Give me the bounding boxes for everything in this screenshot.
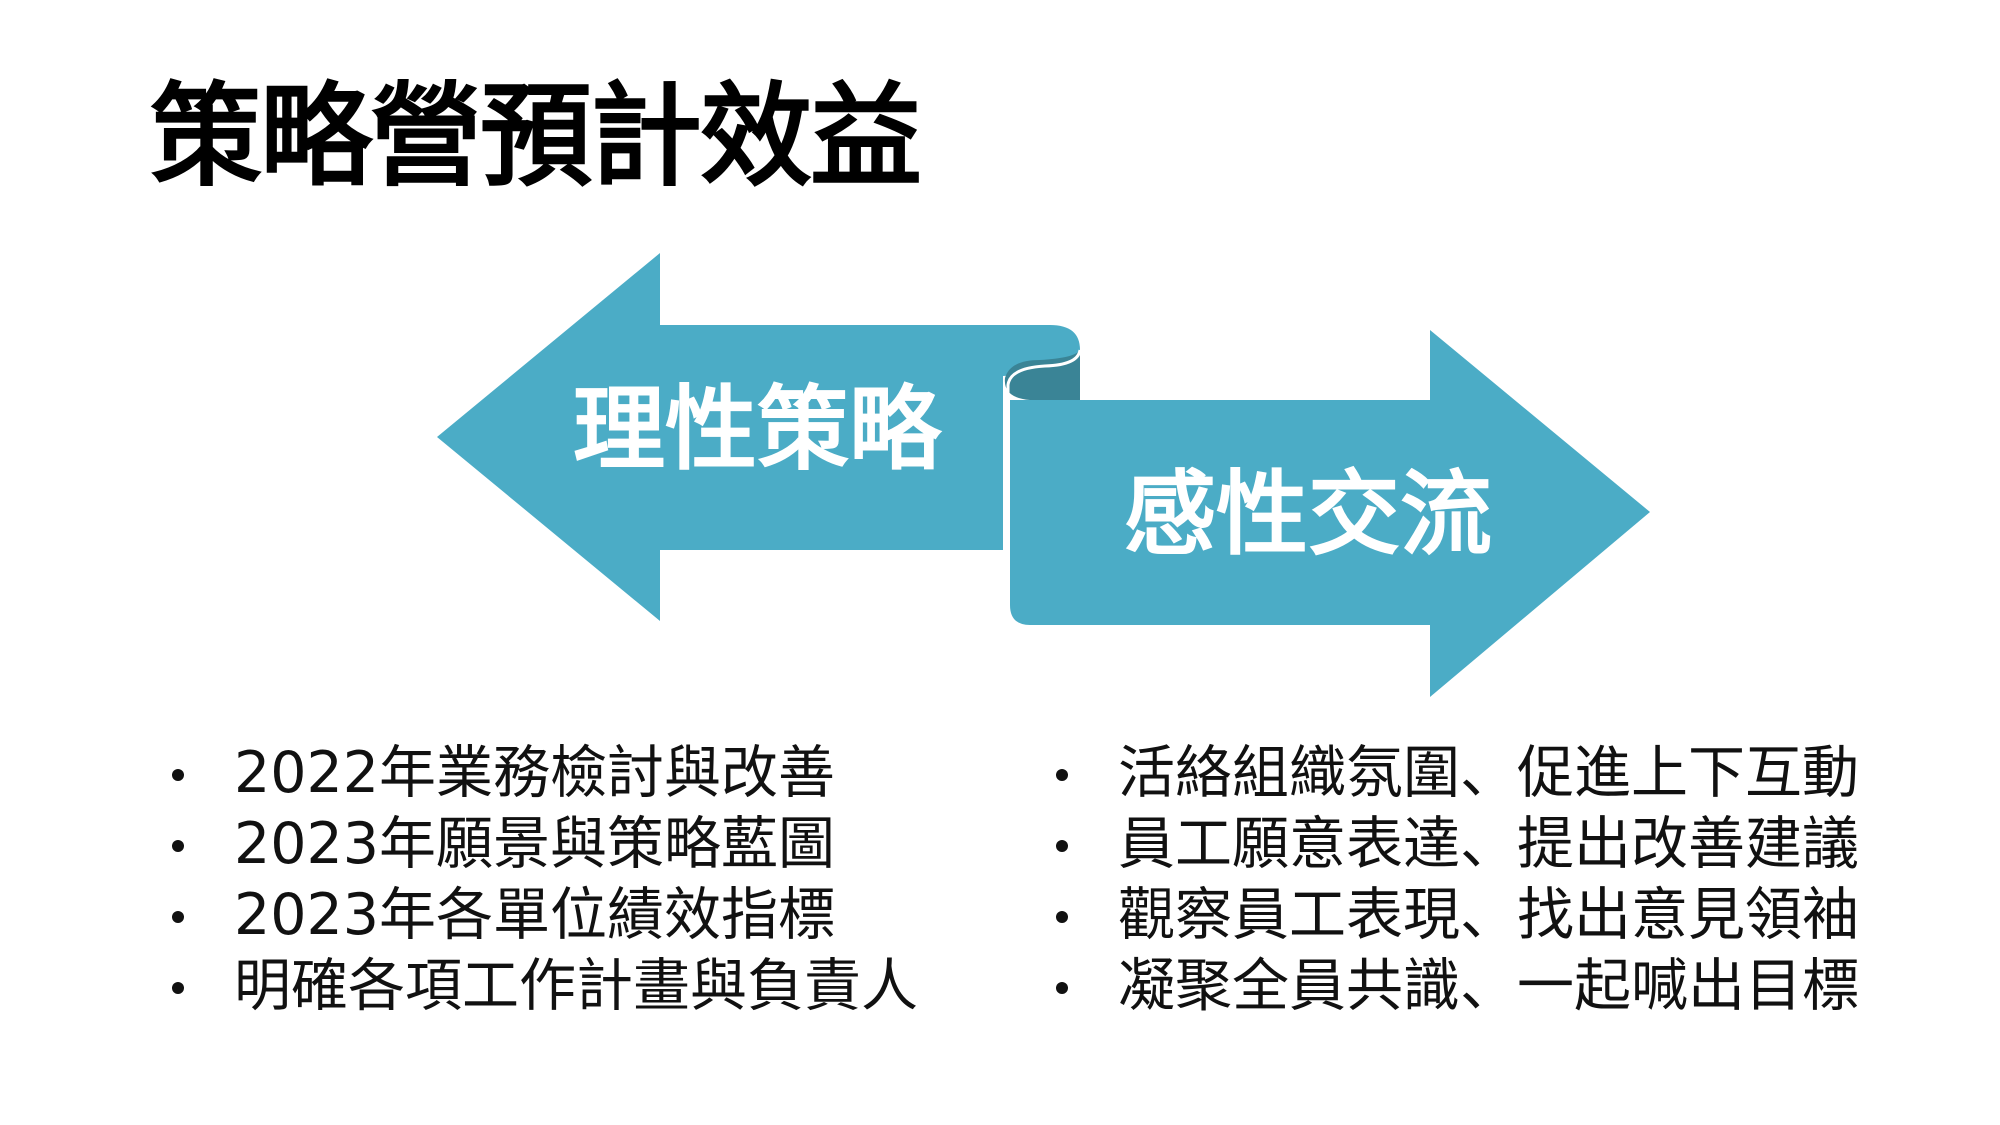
list-item: 觀察員工表現、找出意見領袖 bbox=[1056, 880, 1859, 951]
left-arrow bbox=[437, 253, 1080, 621]
list-item: 活絡組織氛圍、促進上下互動 bbox=[1056, 738, 1859, 809]
list-item: 2022年業務檢討與改善 bbox=[172, 738, 918, 809]
left-bullet-list: 2022年業務檢討與改善 2023年願景與策略藍圖 2023年各單位績效指標 明… bbox=[172, 738, 918, 1022]
list-item: 明確各項工作計畫與負責人 bbox=[172, 951, 918, 1022]
scroll-curl-edge bbox=[1006, 349, 1082, 605]
list-item: 凝聚全員共識、一起喊出目標 bbox=[1056, 951, 1859, 1022]
right-arrow bbox=[1010, 330, 1650, 697]
list-item: 2023年願景與策略藍圖 bbox=[172, 809, 918, 880]
scroll-curl bbox=[1004, 350, 1080, 400]
left-arrow-label: 理性策略 bbox=[572, 376, 942, 483]
list-item: 2023年各單位績效指標 bbox=[172, 880, 918, 951]
list-item: 員工願意表達、提出改善建議 bbox=[1056, 809, 1859, 880]
slide-title: 策略營預計效益 bbox=[150, 72, 922, 202]
right-bullet-list: 活絡組織氛圍、促進上下互動 員工願意表達、提出改善建議 觀察員工表現、找出意見領… bbox=[1056, 738, 1859, 1022]
right-arrow-label: 感性交流 bbox=[1123, 461, 1493, 568]
